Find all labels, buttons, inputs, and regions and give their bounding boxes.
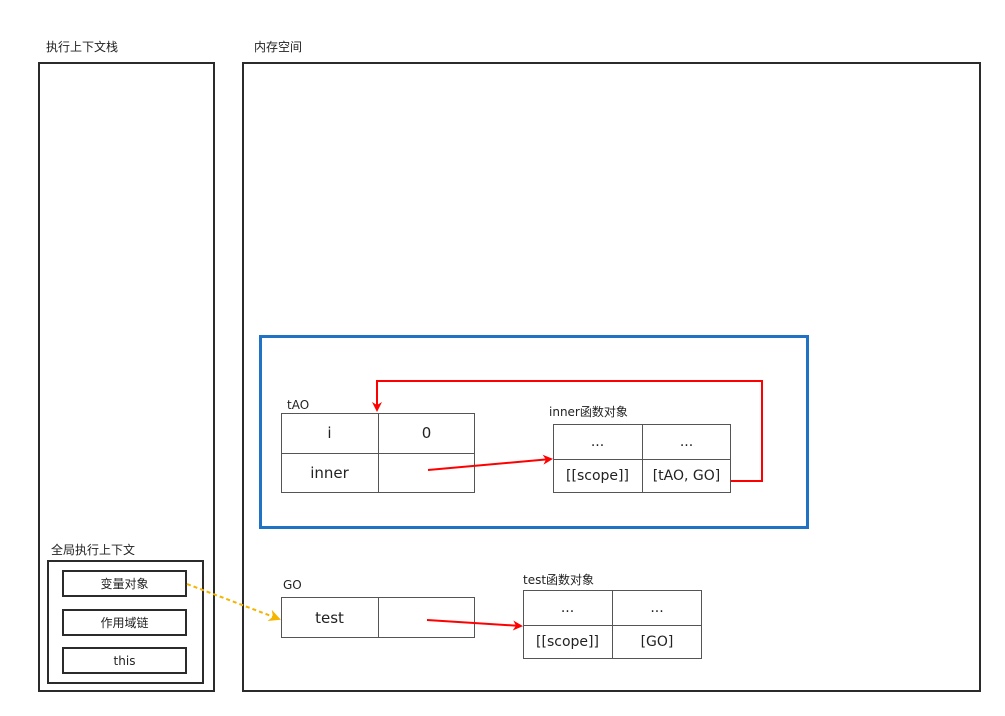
inner-fn-title: inner函数对象 xyxy=(549,405,628,419)
test-fn-divider-h xyxy=(523,625,702,626)
inner-scope-arrow xyxy=(372,380,763,482)
memory-frame xyxy=(242,62,981,692)
this-item: this xyxy=(62,647,187,674)
inner-ref-arrow xyxy=(427,454,553,471)
stack-title: 执行上下文栈 xyxy=(46,40,119,54)
test-fn-value-etc: ... xyxy=(650,599,664,616)
test-fn-divider-v xyxy=(612,590,613,659)
go-title: GO xyxy=(283,578,302,592)
test-fn-key-etc: ... xyxy=(560,599,575,616)
tao-title: tAO xyxy=(287,398,310,412)
test-fn-title: test函数对象 xyxy=(523,573,595,587)
inner-fn-key-scope: [[scope]] xyxy=(566,468,629,484)
stack-frame xyxy=(38,62,215,692)
go-divider-v xyxy=(378,597,379,638)
scope-chain-item: 作用域链 xyxy=(62,609,187,636)
inner-fn-value-etc: ... xyxy=(679,433,694,450)
tao-value-i: 0 xyxy=(421,424,432,442)
tao-key-i: i xyxy=(327,424,332,442)
tao-key-inner: inner xyxy=(310,464,349,482)
inner-fn-divider-v xyxy=(642,424,643,493)
global-context-frame xyxy=(47,560,204,684)
test-ref-arrow xyxy=(426,619,523,631)
go-key-test: test xyxy=(315,608,344,627)
test-fn-key-scope: [[scope]] xyxy=(536,634,599,650)
closure-frame xyxy=(259,335,809,529)
memory-title: 内存空间 xyxy=(254,40,303,54)
global-context-title: 全局执行上下文 xyxy=(51,543,136,557)
inner-fn-value-scope: [tAO, GO] xyxy=(652,468,721,484)
variable-object-item: 变量对象 xyxy=(62,570,187,597)
inner-fn-divider-h xyxy=(553,459,731,460)
inner-fn-key-etc: ... xyxy=(590,433,605,450)
tao-divider-h xyxy=(281,453,475,454)
test-fn-value-scope: [GO] xyxy=(640,634,674,650)
vo-to-go-arrow xyxy=(186,583,281,622)
